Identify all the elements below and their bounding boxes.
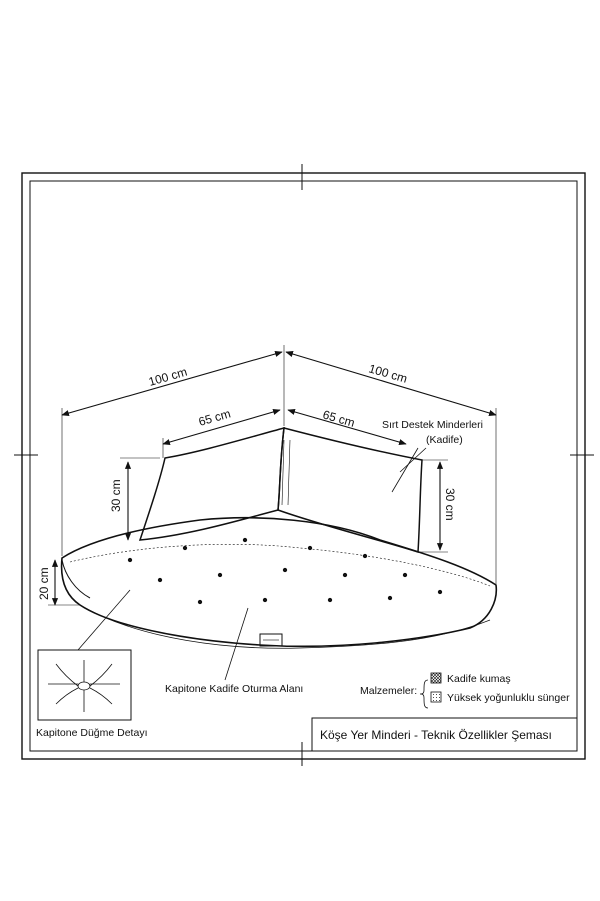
label-30cm-left: 30 cm (109, 479, 123, 512)
title-block-text: Köşe Yer Minderi - Teknik Özellikler Şem… (320, 728, 552, 742)
button-detail-inset: Kapitone Düğme Detayı (36, 589, 147, 739)
back-cushion-right (277, 427, 423, 554)
label-65cm-right: 65 cm (321, 407, 356, 429)
callout-seat-area: Kapitone Kadife Oturma Alanı (165, 607, 303, 695)
dimension-labels: 100 cm 100 cm 65 cm 65 cm 30 cm 30 cm 20… (37, 361, 457, 600)
dimension-65cm-left-line (162, 408, 281, 446)
back-cushion-left (138, 426, 285, 541)
dimension-100cm-right-line (285, 351, 497, 416)
dimension-lines (48, 345, 497, 606)
materials-legend: Malzemeler: Kadife kumaş Yüksek yoğunluk… (360, 672, 570, 709)
seat-cushion (60, 517, 498, 649)
back-cushions-label: Sırt Destek Minderleri (382, 419, 483, 431)
tufted-button-icon (48, 660, 120, 712)
button-detail-label: Kapitone Düğme Detayı (36, 727, 147, 739)
dimension-100cm-left-line (61, 350, 283, 417)
back-cushions-sublabel: (Kadife) (426, 434, 463, 446)
material-foam-label: Yüksek yoğunluklu sünger (447, 692, 570, 704)
callout-back-cushions: Sırt Destek Minderleri (Kadife) (382, 419, 483, 493)
foam-swatch (430, 691, 442, 703)
seat-area-label: Kapitone Kadife Oturma Alanı (165, 683, 303, 695)
drawing-frame (14, 164, 594, 766)
dimension-65cm-right-line (287, 408, 407, 446)
velvet-swatch (430, 672, 442, 684)
label-20cm: 20 cm (37, 567, 51, 600)
materials-title: Malzemeler: (360, 685, 417, 697)
title-block: Köşe Yer Minderi - Teknik Özellikler Şem… (311, 717, 578, 752)
material-velvet-label: Kadife kumaş (447, 673, 511, 685)
label-30cm-right: 30 cm (443, 488, 457, 521)
